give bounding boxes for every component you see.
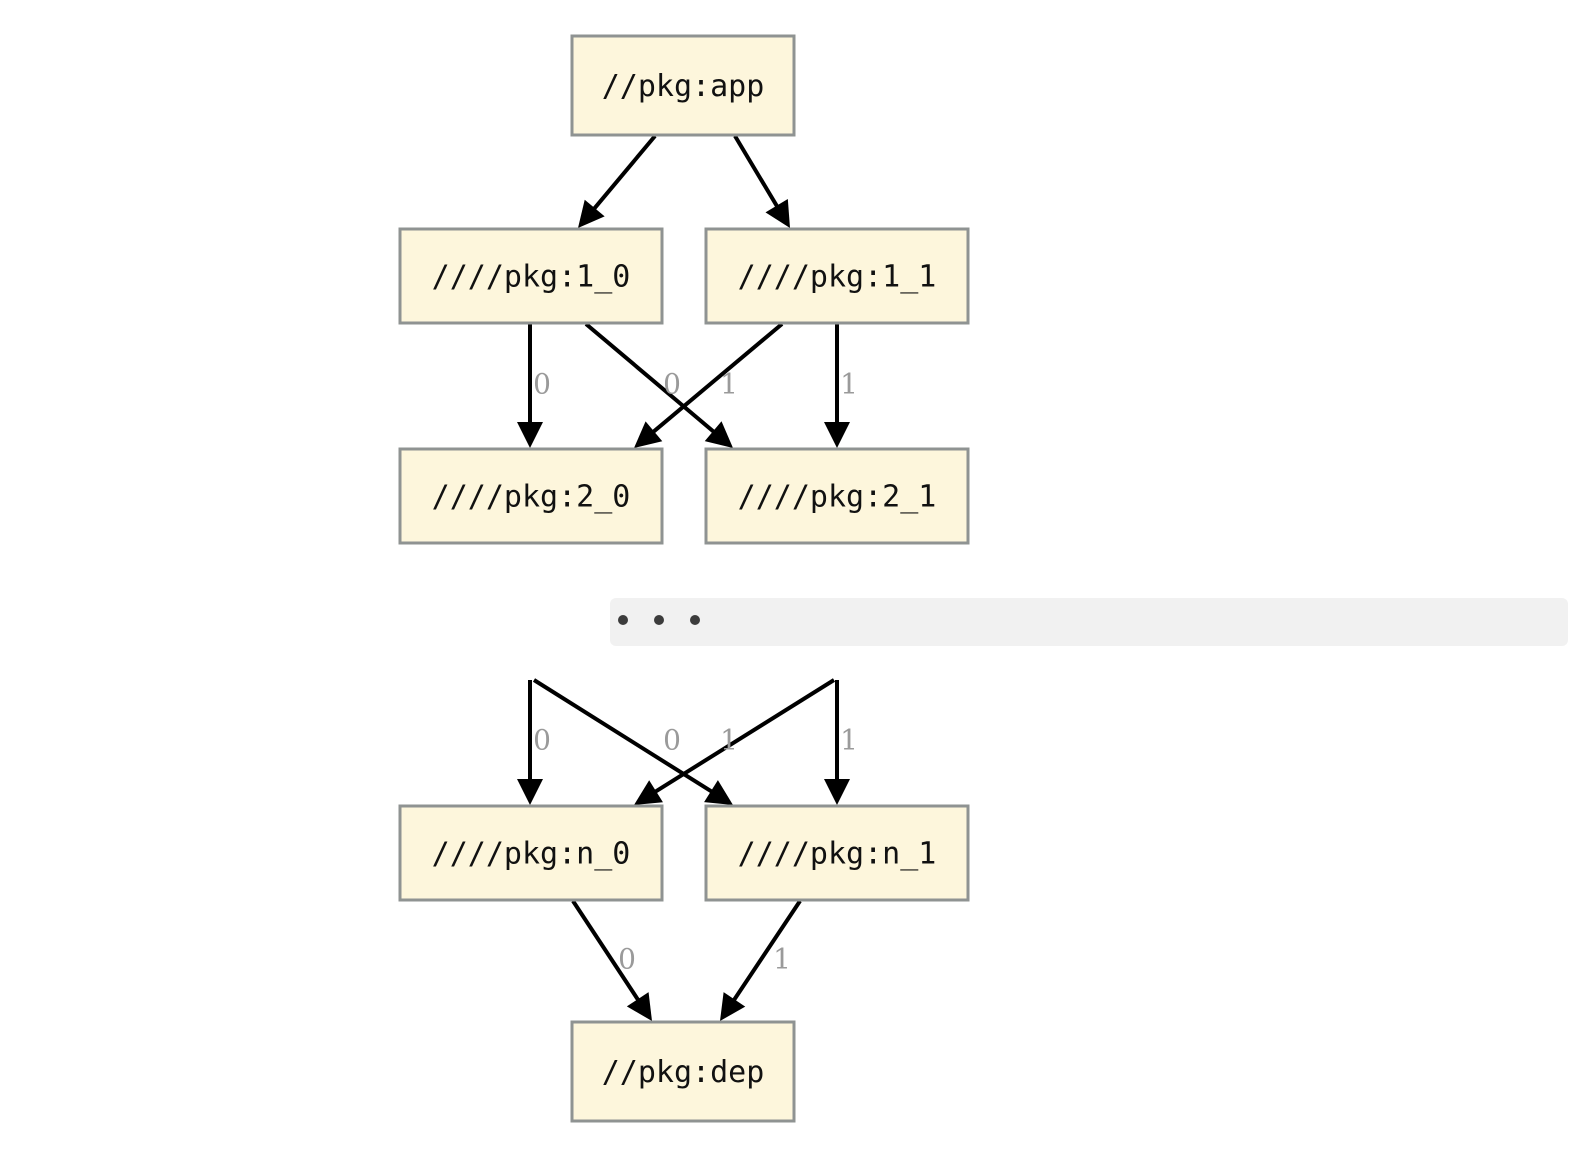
node-box-app[interactable] — [570, 34, 796, 137]
edge-arrowhead-n_1-to-dep — [720, 992, 746, 1021]
edge-arrowhead-1_0-to-2_0 — [517, 422, 543, 448]
node-box-n2_0[interactable] — [398, 447, 664, 545]
edge-arrowhead-app-to-1_1 — [765, 199, 790, 228]
edge-label-1_1-to-2_1: 1 — [840, 368, 858, 401]
node-n1_1[interactable]: ////pkg:1_1 — [704, 227, 970, 325]
node-label-n1_0: ////pkg:1_0 — [432, 260, 631, 295]
node-box-n1_1[interactable] — [704, 227, 970, 325]
edge-label-dangling-to-n_0: 0 — [533, 724, 551, 757]
node-label-n2_0: ////pkg:2_0 — [432, 480, 631, 515]
edge-line-dangling-to-n_0b — [649, 678, 836, 797]
edge-arrowhead-1_1-to-2_1 — [824, 422, 850, 448]
edge-line-1_0-to-2_1 — [584, 322, 720, 437]
edge-line-1_1-to-2_0 — [648, 322, 784, 437]
edge-arrowhead-dangling-to-n_0b — [634, 780, 663, 805]
node-n2_1[interactable]: ////pkg:2_1 — [704, 447, 970, 545]
node-n1_0[interactable]: ////pkg:1_0 — [398, 227, 664, 325]
edge-line-n_1-to-dep — [729, 899, 802, 1006]
edge-label-group: 0 0 1 1 0 0 1 1 0 1 — [533, 368, 858, 976]
edge-label-1_1-to-2_0: 1 — [720, 368, 738, 401]
edge-label-dangling-to-n_1: 0 — [663, 724, 681, 757]
ellipsis-dot-0 — [618, 615, 628, 625]
edge-arrowhead-1_1-to-2_0 — [634, 421, 663, 448]
node-label-n1_1: ////pkg:1_1 — [738, 260, 937, 295]
node-label-dep: //pkg:dep — [602, 1055, 765, 1090]
edge-line-app-to-1_1 — [733, 134, 782, 212]
edge-arrowhead-app-to-1_0 — [578, 199, 605, 228]
edge-group — [517, 134, 850, 1021]
edge-label-n_1-to-dep: 1 — [773, 943, 791, 976]
ellipsis-dot-2 — [690, 615, 700, 625]
node-n2_0[interactable]: ////pkg:2_0 — [398, 447, 664, 545]
edge-arrowhead-n_0-to-dep — [626, 992, 652, 1021]
ellipsis-dot-1 — [654, 615, 664, 625]
node-nn_0[interactable]: ////pkg:n_0 — [398, 804, 664, 902]
node-box-dep[interactable] — [570, 1020, 796, 1123]
node-nn_1[interactable]: ////pkg:n_1 — [704, 804, 970, 902]
edge-label-1_0-to-2_1: 0 — [663, 368, 681, 401]
node-box-n1_0[interactable] — [398, 227, 664, 325]
edge-arrowhead-dangling-to-n_0 — [517, 779, 543, 805]
node-box-nn_0[interactable] — [398, 804, 664, 902]
edge-label-n_0-to-dep: 0 — [618, 943, 636, 976]
node-label-app: //pkg:app — [602, 69, 765, 104]
edge-line-app-to-1_0 — [589, 134, 657, 214]
edge-line-dangling-to-n_1 — [532, 678, 718, 797]
node-box-nn_1[interactable] — [704, 804, 970, 902]
node-dep[interactable]: //pkg:dep — [570, 1020, 796, 1123]
ellipsis-band-group — [610, 598, 1568, 646]
edge-arrowhead-1_0-to-2_1 — [704, 421, 733, 448]
edge-arrowhead-dangling-to-n_1b — [824, 779, 850, 805]
ellipsis-band — [610, 598, 1568, 646]
edge-label-dangling-to-n_0b: 1 — [720, 724, 738, 757]
node-box-n2_1[interactable] — [704, 447, 970, 545]
node-group: //pkg:app ////pkg:1_0 ////pkg:1_1 ////pkg:2… — [398, 34, 970, 1123]
node-label-nn_1: ////pkg:n_1 — [738, 837, 937, 872]
edge-label-1_0-to-2_0: 0 — [533, 368, 551, 401]
node-app[interactable]: //pkg:app — [570, 34, 796, 137]
edge-label-dangling-to-n_1b: 1 — [840, 724, 858, 757]
node-label-n2_1: ////pkg:2_1 — [738, 480, 937, 515]
edge-line-n_0-to-dep — [571, 899, 643, 1006]
edge-arrowhead-dangling-to-n_1 — [704, 780, 733, 805]
node-label-nn_0: ////pkg:n_0 — [432, 837, 631, 872]
